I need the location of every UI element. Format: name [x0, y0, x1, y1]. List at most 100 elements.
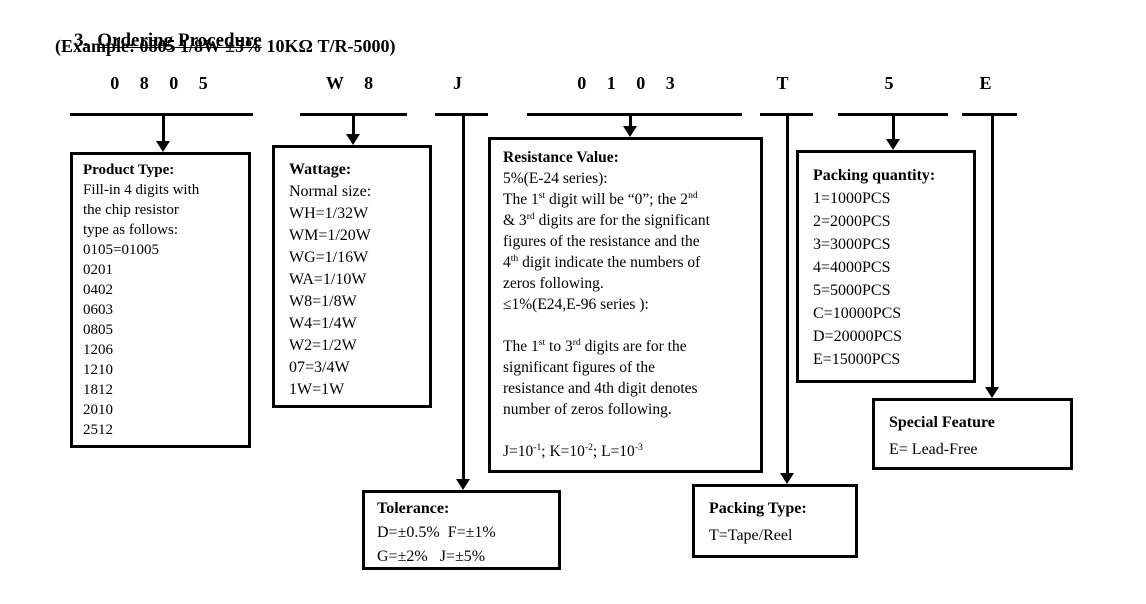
box-body: Normal size: WH=1/32W WM=1/20W WG=1/16W WA=1… — [289, 181, 427, 401]
box-line: G=±2% J=±5% — [377, 548, 486, 565]
box-line: zeros following. — [503, 275, 604, 292]
box-line: 0105=01005 — [83, 242, 159, 258]
box-line: ≤1%(E24,E-96 series ): — [503, 296, 649, 313]
arrow-to-packing-type-box — [780, 116, 795, 484]
resistance-value-box: Resistance Value: 5%(E-24 series): The 1s… — [488, 137, 763, 473]
box-line: 2010 — [83, 402, 113, 418]
box-line: 1812 — [83, 382, 113, 398]
box-line: & 3rd digits are for the significant — [503, 210, 710, 229]
box-line: 5=5000PCS — [813, 282, 891, 299]
box-line — [503, 315, 756, 336]
box-line: Fill-in 4 digits with — [83, 182, 200, 198]
box-title: Packing quantity: — [813, 167, 936, 184]
box-line: The 1st digit will be “0”; the 2nd — [503, 189, 698, 208]
box-line: C=10000PCS — [813, 305, 902, 322]
box-line: 1206 — [83, 342, 113, 358]
box-line: type as follows: — [83, 222, 178, 238]
box-title: Wattage: — [289, 161, 352, 178]
box-line: W4=1/4W — [289, 315, 357, 332]
box-line: E= Lead-Free — [889, 441, 978, 458]
box-title: Resistance Value: — [503, 149, 619, 166]
box-line: WA=1/10W — [289, 271, 367, 288]
code-segment-tolerance: J — [453, 73, 470, 93]
segment-underline-resistance — [527, 113, 742, 116]
box-body: E= Lead-Free — [889, 436, 1068, 463]
arrow-to-tolerance-box — [456, 116, 471, 490]
box-line: J=10-1; K=10-2; L=10-3 — [503, 441, 643, 460]
wattage-box: Wattage: Normal size: WH=1/32W WM=1/20W WG=… — [272, 145, 432, 408]
box-line: W8=1/8W — [289, 293, 357, 310]
code-segment-resistance: 0 1 0 3 — [577, 73, 683, 93]
box-body: Fill-in 4 digits with the chip resistor ty… — [83, 180, 244, 440]
box-line: figures of the resistance and the — [503, 233, 700, 250]
arrow-to-resistance-value-box — [623, 116, 638, 137]
box-line: 4=4000PCS — [813, 259, 891, 276]
box-line: 0805 — [83, 322, 113, 338]
section-title: Ordering Procedure — [97, 30, 262, 51]
box-line: The 1st to 3rd digits are for the — [503, 336, 687, 355]
box-body: 1=1000PCS 2=2000PCS 3=3000PCS 4=4000PCS 5=50… — [813, 187, 971, 371]
box-line: 1=1000PCS — [813, 190, 891, 207]
box-line: 5%(E-24 series): — [503, 170, 608, 187]
example-line: (Example: 0805 1/8W ±5% 10KΩ T/R-5000) — [55, 36, 396, 56]
product-type-box: Product Type: Fill-in 4 digits with the c… — [70, 152, 251, 448]
box-title: Tolerance: — [377, 500, 450, 517]
arrow-head-icon — [886, 139, 900, 150]
packing-quantity-box: Packing quantity: 1=1000PCS 2=2000PCS 3=30… — [796, 150, 976, 383]
box-line: 2512 — [83, 422, 113, 438]
segment-underline-packing-quantity — [838, 113, 948, 116]
box-line: D=20000PCS — [813, 328, 903, 345]
box-body: D=±0.5% F=±1% G=±2% J=±5% — [377, 521, 556, 569]
box-line: significant figures of the — [503, 359, 655, 376]
box-line: 1210 — [83, 362, 113, 378]
box-body: T=Tape/Reel — [709, 522, 853, 549]
box-line: number of zeros following. — [503, 401, 672, 418]
box-title: Product Type: — [83, 162, 175, 178]
arrow-to-special-feature-box — [985, 116, 1000, 398]
box-line: WG=1/16W — [289, 249, 369, 266]
code-segment-packing-quantity: 5 — [884, 73, 902, 93]
packing-type-box: Packing Type: T=Tape/Reel — [692, 484, 858, 558]
arrow-head-icon — [156, 141, 170, 152]
box-line: E=15000PCS — [813, 351, 901, 368]
box-line: 1W=1W — [289, 381, 345, 398]
segment-underline-size — [70, 113, 253, 116]
arrow-to-wattage-box — [346, 116, 361, 145]
box-line: 2=2000PCS — [813, 213, 891, 230]
arrow-head-icon — [456, 479, 470, 490]
box-line: Normal size: — [289, 183, 372, 200]
segment-underline-special-feature — [962, 113, 1017, 116]
box-line: T=Tape/Reel — [709, 527, 793, 544]
arrow-head-icon — [623, 126, 637, 137]
box-line: resistance and 4th digit denotes — [503, 380, 698, 397]
arrow-to-packing-quantity-box — [886, 116, 901, 150]
code-segment-wattage: W 8 — [325, 73, 382, 93]
box-body: 5%(E-24 series): The 1st digit will be “0… — [503, 168, 756, 462]
box-line: 4th digit indicate the numbers of — [503, 252, 701, 271]
segment-underline-wattage — [300, 113, 407, 116]
box-line: WH=1/32W — [289, 205, 369, 222]
box-title: Special Feature — [889, 414, 995, 431]
section-number: 3. — [74, 30, 89, 51]
box-line: 07=3/4W — [289, 359, 350, 376]
arrow-to-product-type-box — [156, 116, 171, 152]
box-line: the chip resistor — [83, 202, 179, 218]
code-segment-packing-type: T — [776, 73, 797, 93]
segment-underline-packing-type — [760, 113, 813, 116]
code-segment-size: 0 8 0 5 — [110, 73, 216, 93]
segment-underline-tolerance — [435, 113, 488, 116]
box-line: 0201 — [83, 262, 113, 278]
box-line: WM=1/20W — [289, 227, 371, 244]
box-title: Packing Type: — [709, 500, 807, 517]
arrow-head-icon — [346, 134, 360, 145]
arrow-head-icon — [780, 473, 794, 484]
special-feature-box: Special Feature E= Lead-Free — [872, 398, 1073, 470]
box-line: 3=3000PCS — [813, 236, 891, 253]
tolerance-box: Tolerance: D=±0.5% F=±1% G=±2% J=±5% — [362, 490, 561, 570]
box-line: 0603 — [83, 302, 113, 318]
box-line: 0402 — [83, 282, 113, 298]
code-segment-special-feature: E — [979, 73, 1000, 93]
page-title: 3. Ordering Procedure — [55, 8, 262, 74]
box-line: D=±0.5% F=±1% — [377, 524, 496, 541]
